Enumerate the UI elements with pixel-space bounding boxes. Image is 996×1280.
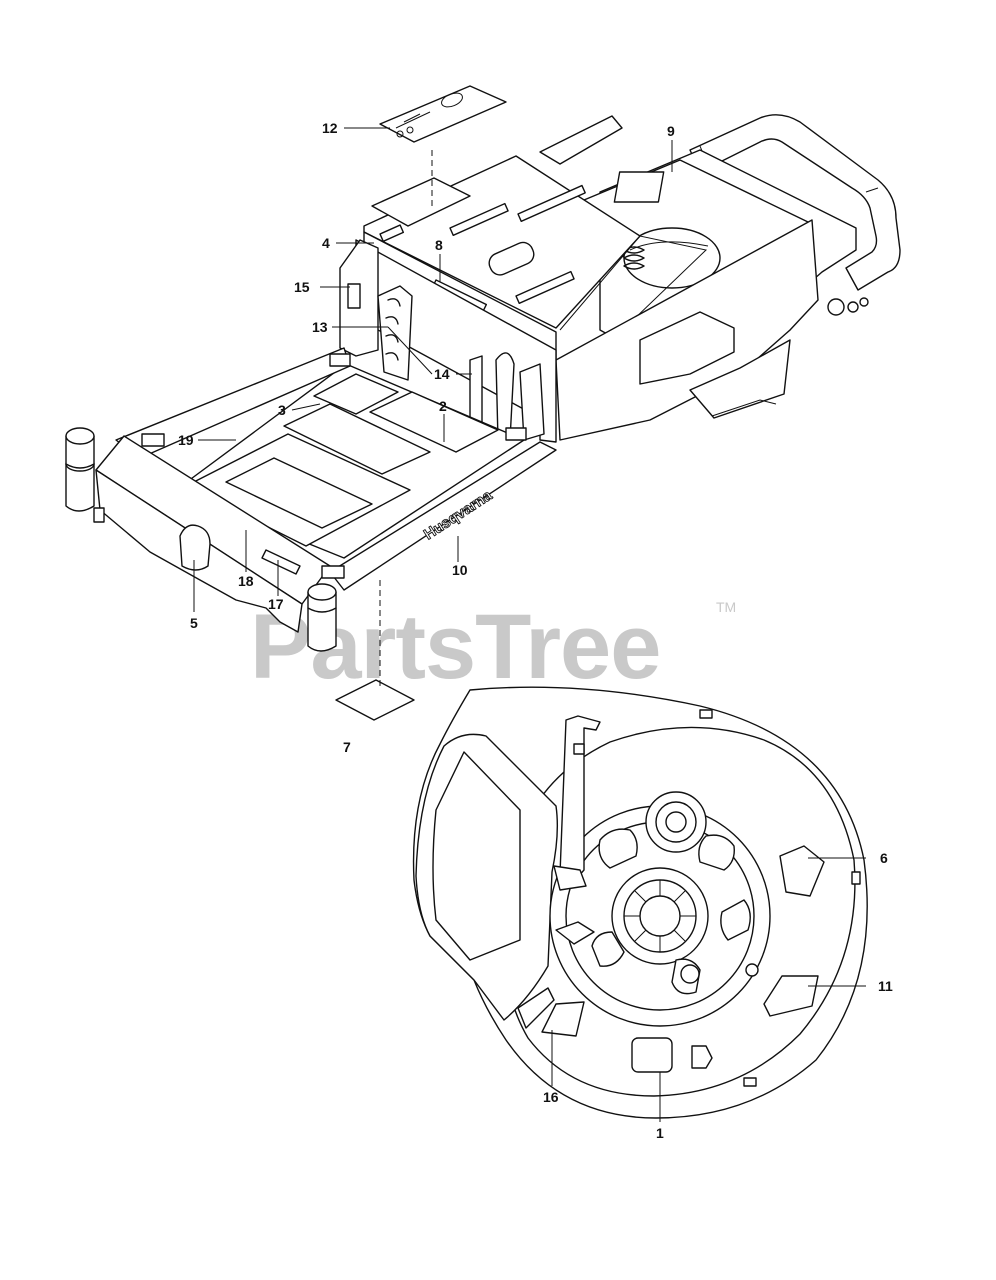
- frame-assembly: Husqvarna: [65, 85, 901, 721]
- rail-end-cap: [329, 353, 351, 367]
- callout-10: 10: [452, 562, 468, 578]
- decal-12: [379, 85, 507, 143]
- seat-fold: [559, 235, 708, 347]
- callout-5: 5: [190, 615, 198, 631]
- callout-17: 17: [268, 596, 284, 612]
- decal-3-patch: [313, 373, 399, 415]
- idler-pulley-groove: [655, 801, 697, 843]
- deck-bolt: [745, 963, 759, 977]
- seat-slot: [515, 270, 575, 305]
- rim-tab: [699, 709, 713, 719]
- decal-12-marks: [395, 111, 431, 129]
- leader-3: [291, 403, 321, 411]
- rear-frame-rail: [539, 115, 623, 165]
- rear-bolt-washer: [859, 297, 869, 307]
- callout-15: 15: [294, 279, 310, 295]
- deck-assembly: [412, 686, 868, 1119]
- spindle-fins: [624, 880, 696, 952]
- deck-inner-rim: [504, 726, 856, 1097]
- decal-12-hole: [396, 130, 404, 138]
- vent-cutout: [698, 834, 735, 871]
- callout-labels: 12 9 4 8 15 13 14 3 2 19 10 18 17 5 7 6 …: [178, 120, 893, 1141]
- callout-1: 1: [656, 1125, 664, 1141]
- left-front-caster: [65, 427, 105, 523]
- floor-pad-left: [225, 457, 373, 529]
- lever-slot-14b: [495, 352, 515, 441]
- decal-1-patch: [631, 1037, 673, 1073]
- discharge-chute-inner: [432, 751, 521, 961]
- seat-oval-cutout: [488, 241, 535, 276]
- decal-5-tab: [179, 524, 211, 571]
- decal-12-oval: [441, 92, 463, 108]
- leader-13b: [387, 326, 433, 375]
- seat-slot: [517, 184, 586, 223]
- leader-lines: [193, 127, 866, 1122]
- callout-19: 19: [178, 432, 194, 448]
- decal-11-patch: [763, 975, 819, 1017]
- vent-cutout: [598, 828, 638, 869]
- fender-lower-bracket: [689, 339, 791, 419]
- callout-9: 9: [667, 123, 675, 139]
- decal-2-patch: [369, 391, 499, 453]
- right-front-caster: [307, 583, 337, 652]
- rail-end-cap: [505, 427, 527, 441]
- seat-slot-small: [379, 224, 405, 243]
- beam-end-cap: [141, 433, 165, 447]
- deck-latch: [691, 1045, 713, 1069]
- lift-bracket-nut: [573, 743, 585, 755]
- rim-tab: [851, 871, 861, 885]
- callout-14: 14: [434, 366, 450, 382]
- idler-pulley-hub: [665, 811, 687, 833]
- callout-4: 4: [322, 235, 330, 251]
- lift-bracket-clip: [555, 921, 595, 945]
- callout-12: 12: [322, 120, 338, 136]
- fender-bracket-edge: [711, 399, 777, 417]
- callout-11: 11: [878, 978, 893, 994]
- rear-bolt-end: [827, 298, 845, 316]
- decal-7: [335, 679, 415, 721]
- rear-bolt-nut: [847, 301, 859, 313]
- right-vertical-post: [519, 363, 545, 441]
- vent-cutout: [720, 899, 751, 941]
- decal-15-patch: [347, 283, 361, 309]
- callout-8: 8: [435, 237, 443, 253]
- callout-2: 2: [439, 398, 447, 414]
- floor-pad-right: [283, 403, 431, 475]
- callout-3: 3: [278, 402, 286, 418]
- watermark-trademark: TM: [716, 599, 736, 615]
- chute-deflector-hinge: [517, 987, 555, 1029]
- idler-pulley: [645, 791, 707, 853]
- decal-9-patch: [613, 171, 665, 203]
- callout-6: 6: [880, 850, 888, 866]
- decal-12-hole: [406, 126, 414, 134]
- height-adjust-slot-plate: [377, 285, 413, 381]
- rim-tab: [743, 1077, 757, 1087]
- seat-mount-bracket: [371, 177, 471, 227]
- fender-window: [639, 311, 735, 385]
- seat-slot: [449, 202, 509, 237]
- vent-cutout: [591, 931, 625, 967]
- callout-18: 18: [238, 573, 254, 589]
- callout-7: 7: [343, 739, 351, 755]
- lift-bracket-foot: [553, 865, 587, 891]
- callout-16: 16: [543, 1089, 559, 1105]
- deck-roller: [680, 964, 700, 984]
- callout-13: 13: [312, 319, 328, 335]
- beam-end-cap: [321, 565, 345, 579]
- decal-16-patch: [541, 1001, 585, 1037]
- adjust-notches: [385, 298, 401, 361]
- decal-17-strip: [261, 549, 301, 575]
- right-frame-rail: [329, 441, 557, 591]
